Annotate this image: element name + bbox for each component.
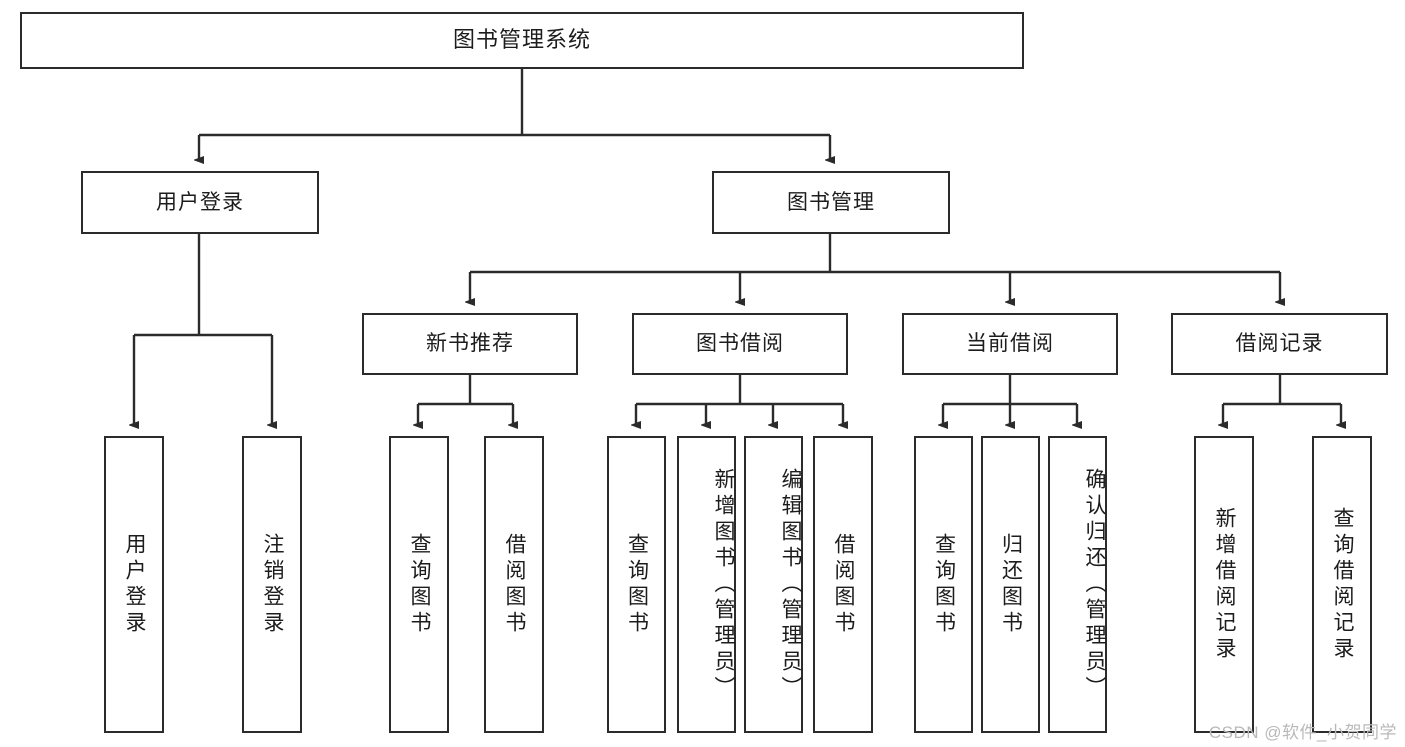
node-current-borrow-label: 当前借阅 [966, 332, 1054, 356]
leaf-query-book-borrow[interactable]: 查询图书 [607, 436, 666, 733]
node-new-book-recommend-label: 新书推荐 [426, 332, 514, 356]
leaf-user-logout[interactable]: 注销登录 [242, 436, 302, 733]
leaf-confirm-return-admin[interactable]: 确认归还（管理员） [1048, 436, 1107, 733]
node-book-borrow-label: 图书借阅 [696, 332, 784, 356]
leaf-user-logout-label: 注销登录 [261, 532, 285, 637]
leaf-confirm-return-admin-label: 确认归还（管理员） [1083, 467, 1106, 702]
leaf-borrow-book-recommend-label: 借阅图书 [503, 532, 527, 637]
leaf-query-borrow-record-label: 查询借阅记录 [1331, 506, 1355, 663]
node-root-label: 图书管理系统 [452, 27, 591, 53]
leaf-add-borrow-record-label: 新增借阅记录 [1213, 506, 1237, 663]
node-user-login-label: 用户登录 [156, 190, 244, 214]
leaf-add-book-admin-label: 新增图书（管理员） [712, 467, 735, 702]
node-book-management-label: 图书管理 [787, 190, 875, 214]
node-root[interactable]: 图书管理系统 [20, 12, 1024, 69]
leaf-borrow-book-recommend[interactable]: 借阅图书 [484, 436, 544, 733]
leaf-user-login-label: 用户登录 [123, 532, 147, 637]
leaf-borrow-book[interactable]: 借阅图书 [813, 436, 873, 733]
node-new-book-recommend[interactable]: 新书推荐 [362, 313, 578, 375]
node-borrow-record[interactable]: 借阅记录 [1171, 313, 1388, 375]
leaf-query-book-current-label: 查询图书 [932, 532, 956, 637]
leaf-query-book-recommend-label: 查询图书 [408, 532, 432, 637]
leaf-query-book-recommend[interactable]: 查询图书 [389, 436, 449, 733]
leaf-edit-book-admin[interactable]: 编辑图书（管理员） [744, 436, 803, 733]
leaf-return-book-label: 归还图书 [999, 532, 1023, 637]
node-user-login[interactable]: 用户登录 [81, 171, 319, 234]
node-book-borrow[interactable]: 图书借阅 [632, 313, 848, 375]
leaf-query-borrow-record[interactable]: 查询借阅记录 [1312, 436, 1372, 733]
leaf-add-book-admin[interactable]: 新增图书（管理员） [677, 436, 736, 733]
leaf-edit-book-admin-label: 编辑图书（管理员） [779, 467, 802, 702]
leaf-query-book-borrow-label: 查询图书 [625, 532, 649, 637]
leaf-user-login[interactable]: 用户登录 [104, 436, 164, 733]
node-current-borrow[interactable]: 当前借阅 [902, 313, 1118, 375]
leaf-add-borrow-record[interactable]: 新增借阅记录 [1194, 436, 1254, 733]
node-borrow-record-label: 借阅记录 [1235, 332, 1324, 356]
leaf-query-book-current[interactable]: 查询图书 [914, 436, 973, 733]
leaf-borrow-book-label: 借阅图书 [832, 532, 856, 637]
node-book-management[interactable]: 图书管理 [712, 171, 950, 234]
leaf-return-book[interactable]: 归还图书 [981, 436, 1040, 733]
